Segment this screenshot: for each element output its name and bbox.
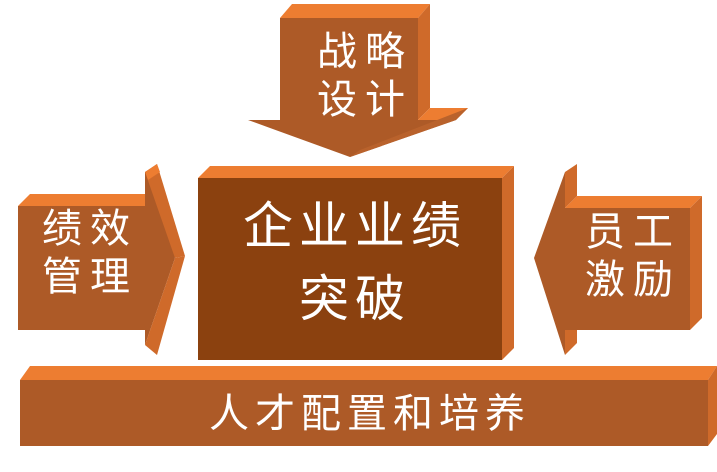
right-arrow-line1: 员工 xyxy=(585,209,681,255)
top-arrow-line2: 设计 xyxy=(317,77,413,123)
left-arrow-label: 绩效 管理 xyxy=(20,205,160,301)
right-arrow-line2: 激励 xyxy=(585,257,681,303)
center-label: 企业业绩 突破 xyxy=(205,190,505,335)
left-arrow-line1: 绩效 xyxy=(42,206,138,252)
bottom-bar-label: 人才配置和培养 xyxy=(209,391,531,437)
top-arrow xyxy=(248,4,468,157)
top-arrow-line1: 战略 xyxy=(317,29,413,75)
center-line2: 突破 xyxy=(299,269,411,328)
top-arrow-label: 战略 设计 xyxy=(300,28,430,124)
center-box xyxy=(198,166,514,360)
right-arrow xyxy=(534,164,702,355)
right-arrow-label: 员工 激励 xyxy=(568,208,698,304)
center-line1: 企业业绩 xyxy=(243,197,467,255)
bottom-bar xyxy=(20,366,717,446)
left-arrow xyxy=(18,164,185,355)
left-arrow-line2: 管理 xyxy=(42,254,138,300)
